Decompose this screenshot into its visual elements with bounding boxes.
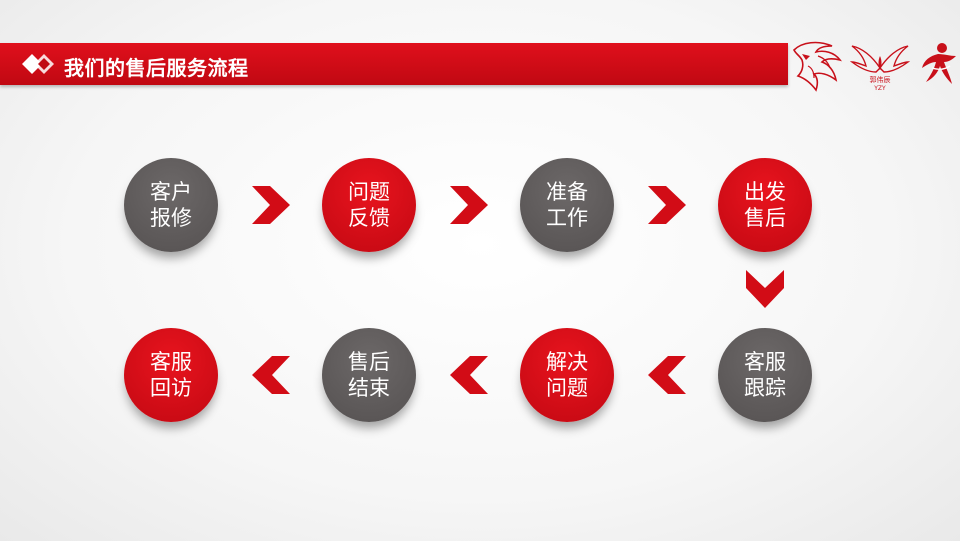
- chevron-right-icon: [648, 186, 686, 224]
- node-label-line2: 回访: [150, 376, 192, 400]
- chevron-right-icon: [450, 186, 488, 224]
- node-label-line2: 工作: [546, 206, 588, 230]
- node-label-line1: 客户: [150, 180, 192, 204]
- node-label-line2: 跟踪: [744, 376, 786, 400]
- chevron-left-icon: [252, 356, 290, 394]
- flow-node-problem-feedback: 问题 反馈: [322, 158, 416, 252]
- dancer-logo-icon: [922, 43, 956, 84]
- chevron-right-icon: [252, 186, 290, 224]
- logo-caption: YZY: [873, 85, 886, 92]
- chevron-left-icon: [648, 356, 686, 394]
- node-label-line2: 问题: [546, 376, 588, 400]
- eagle-logo-icon: [793, 41, 842, 92]
- node-label-line2: 报修: [150, 206, 192, 230]
- page-title: 我们的售后服务流程: [64, 56, 249, 80]
- node-label-line1: 解决: [546, 350, 588, 374]
- node-label-line2: 结束: [348, 376, 390, 400]
- flow-node-customer-report: 客户 报修: [124, 158, 218, 252]
- logo-group: 郭伟辰 YZY: [788, 38, 960, 92]
- node-label-line1: 售后: [348, 350, 390, 374]
- node-label-line1: 问题: [348, 180, 390, 204]
- flow-node-prepare-work: 准备 工作: [520, 158, 614, 252]
- flow-node-customer-tracking: 客服 跟踪: [718, 328, 812, 422]
- flow-node-solve-problem: 解决 问题: [520, 328, 614, 422]
- chevron-down-icon: [746, 270, 784, 308]
- chevron-left-icon: [450, 356, 488, 394]
- node-label-line1: 准备: [546, 180, 588, 204]
- flow-node-service-end: 售后 结束: [322, 328, 416, 422]
- title-bar: 我们的售后服务流程: [0, 43, 788, 85]
- node-label-line2: 售后: [744, 206, 786, 230]
- node-label-line1: 出发: [744, 180, 786, 204]
- node-label-line1: 客服: [150, 350, 192, 374]
- node-label-line2: 反馈: [348, 206, 390, 230]
- node-label-line1: 客服: [744, 350, 786, 374]
- diamond-logo-icon: [22, 54, 54, 74]
- logo-script-text: 郭伟辰: [870, 75, 891, 84]
- phoenix-logo-icon: 郭伟辰 YZY: [850, 45, 910, 92]
- flow-node-dispatch-service: 出发 售后: [718, 158, 812, 252]
- flow-node-customer-callback: 客服 回访: [124, 328, 218, 422]
